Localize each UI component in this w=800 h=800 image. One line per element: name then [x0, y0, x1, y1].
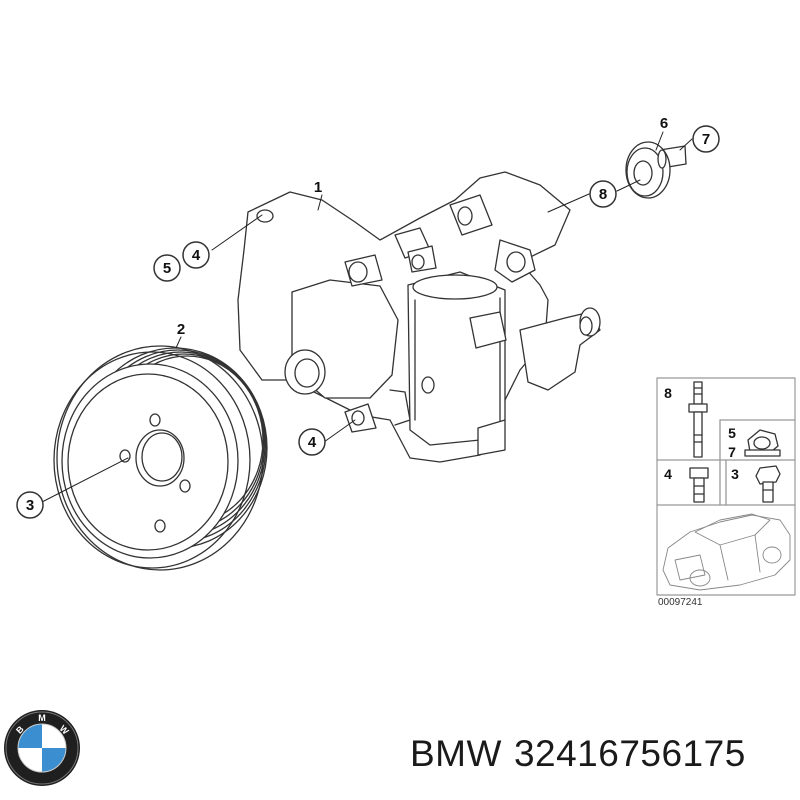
callout-8-circle [589, 180, 617, 208]
callout-5-circle [153, 254, 181, 282]
callout-1: 1 [314, 179, 322, 196]
inset-label-5: 5 [728, 425, 736, 441]
callout-5: 5 [163, 260, 171, 277]
callout-7-circle [692, 125, 720, 153]
inset-panel [656, 377, 796, 596]
callout-7: 7 [702, 131, 710, 148]
inset-bolt-3 [755, 465, 781, 503]
brand-name: BMW [410, 733, 502, 774]
callout-4-upper: 4 [192, 247, 201, 264]
callout-4-upper-circle [182, 241, 210, 269]
inset-label-8: 8 [664, 385, 672, 401]
part-number: 32416756175 [513, 733, 746, 774]
logo-letter-m: M [38, 713, 46, 723]
power-steering-pump [237, 171, 601, 463]
diagram-code: 00097241 [658, 597, 703, 608]
inset-label-4: 4 [664, 466, 672, 482]
inset-stud-8 [688, 381, 708, 458]
inset-bolt-4 [689, 467, 709, 503]
callout-4-lower: 4 [308, 434, 317, 451]
callout-8: 8 [599, 186, 607, 203]
bmw-logo: B M W [4, 710, 80, 786]
pulley [53, 345, 268, 571]
callout-6: 6 [660, 115, 668, 132]
callout-4-lower-circle [298, 428, 326, 456]
inset-label-3: 3 [731, 466, 739, 482]
leader-lines [41, 131, 693, 503]
inset-label-7: 7 [728, 444, 736, 460]
car-silhouette-icon [662, 513, 791, 591]
callout-3: 3 [26, 497, 34, 514]
callout-2: 2 [177, 321, 185, 338]
inset-nut [744, 429, 781, 457]
footer-caption: BMW 32416756175 [410, 733, 746, 775]
pump-stud [625, 141, 687, 199]
callout-3-circle [16, 491, 44, 519]
